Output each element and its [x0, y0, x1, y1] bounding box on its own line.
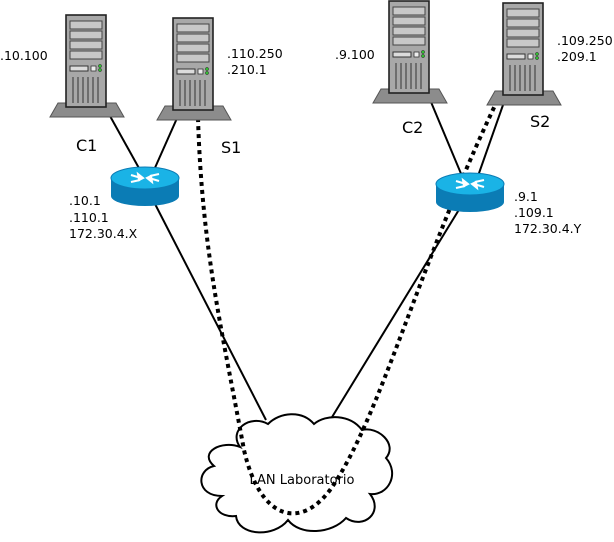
lan-cloud: LAN Laboratorio: [200, 413, 394, 534]
ip-c2: .9.100: [335, 47, 375, 62]
ip-s1-line1: .110.250: [227, 46, 283, 61]
server-c1: [49, 14, 125, 118]
link-s1-router-left: [153, 115, 179, 171]
ip-router-right-line2: .109.1: [514, 205, 554, 220]
link-s2-router-right: [477, 104, 504, 177]
link-router-left-cloud: [153, 201, 267, 421]
router-left: [110, 166, 180, 207]
server-s2: [486, 2, 562, 106]
label-s1: S1: [221, 138, 241, 157]
server-s1: [156, 17, 232, 121]
link-c1-router-left: [109, 115, 141, 171]
server-c2: [372, 0, 448, 104]
label-c2: C2: [402, 118, 423, 137]
label-c1: C1: [76, 136, 97, 155]
ip-s2-line1: .109.250: [557, 33, 613, 48]
ip-router-left-line3: 172.30.4.X: [69, 226, 138, 241]
ip-s2-line2: .209.1: [557, 49, 597, 64]
ip-router-left-line2: .110.1: [69, 210, 109, 225]
router-right: [435, 172, 505, 213]
link-router-right-cloud: [317, 207, 461, 441]
ip-router-left-line1: .10.1: [69, 193, 101, 208]
ip-c1: .10.100: [0, 48, 48, 63]
label-s2: S2: [530, 112, 550, 131]
ip-router-right-line3: 172.30.4.Y: [514, 221, 582, 236]
ip-s1-line2: .210.1: [227, 62, 267, 77]
link-c2-router-right: [430, 101, 463, 177]
cloud-label: LAN Laboratorio: [250, 473, 355, 488]
ip-router-right-line1: .9.1: [514, 189, 538, 204]
dotted-traffic-path: [196, 94, 502, 516]
solid-links: [109, 101, 504, 441]
